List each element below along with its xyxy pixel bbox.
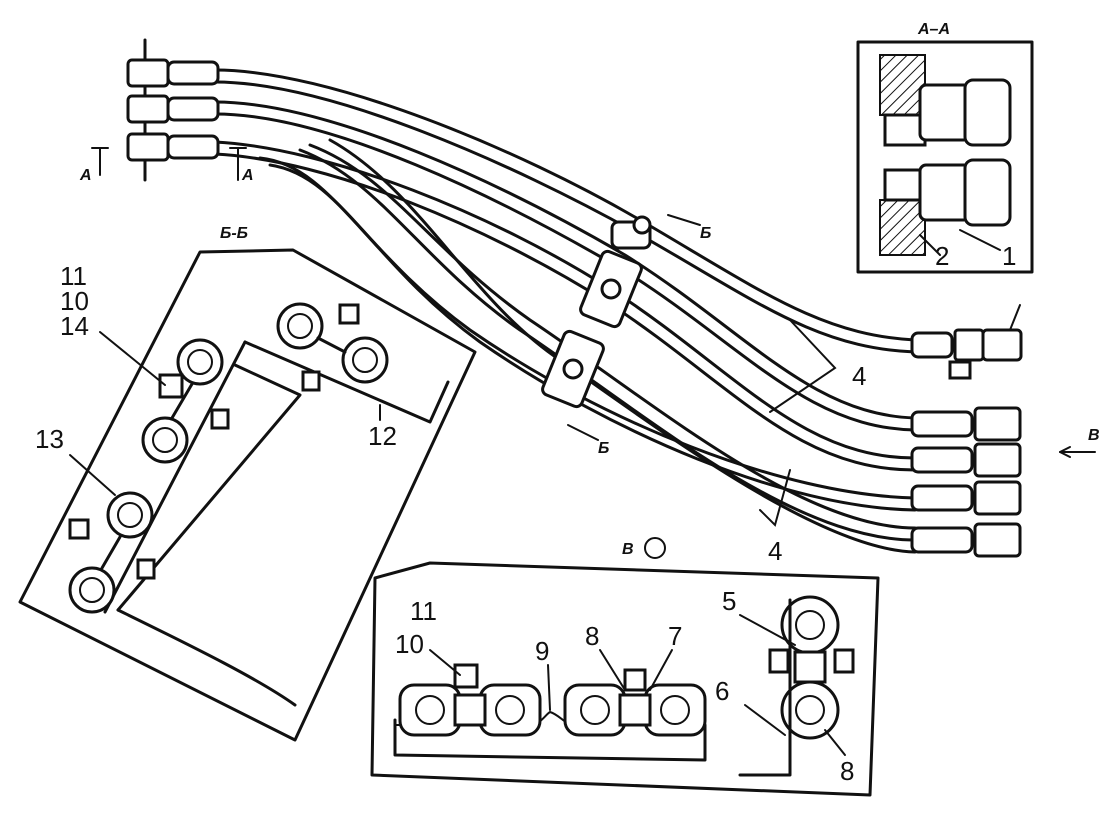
cut-label-b-upper: Б xyxy=(700,225,711,242)
label-2: 2 xyxy=(935,241,949,271)
label-6: 6 xyxy=(715,676,729,706)
label-13: 13 xyxy=(35,424,64,454)
label-4-lower: 4 xyxy=(768,536,782,566)
label-8-right: 8 xyxy=(840,756,854,786)
cut-label-a-left: А xyxy=(79,167,92,184)
label-11-v: 11 xyxy=(410,596,437,626)
hose-bundle xyxy=(213,68,917,554)
label-1: 1 xyxy=(1002,241,1016,271)
label-11-bb: 11 xyxy=(60,261,87,291)
label-14: 14 xyxy=(60,311,89,341)
cut-label-a-right: А xyxy=(241,167,254,184)
label-4-upper: 4 xyxy=(852,361,866,391)
label-8-middle: 8 xyxy=(585,621,599,651)
label-7: 7 xyxy=(668,621,682,651)
cut-label-b-lower: Б xyxy=(598,440,609,457)
section-aa-title: А–А xyxy=(917,21,950,38)
label-12: 12 xyxy=(368,421,397,451)
right-fittings xyxy=(910,304,1096,558)
label-10-v: 10 xyxy=(395,629,424,659)
view-label-v-arrow: В xyxy=(1088,427,1100,444)
view-v-rotation-icon xyxy=(644,537,666,559)
section-aa-view xyxy=(856,40,1034,274)
label-9: 9 xyxy=(535,636,549,666)
section-bb-title: Б-Б xyxy=(220,225,248,242)
left-fittings xyxy=(91,38,247,182)
section-bb-view xyxy=(18,248,477,742)
view-v-detail xyxy=(370,561,880,797)
bundle-clamps xyxy=(541,214,701,441)
label-10-bb: 10 xyxy=(60,286,89,316)
view-v-title: В xyxy=(622,541,634,558)
label-5: 5 xyxy=(722,586,736,616)
